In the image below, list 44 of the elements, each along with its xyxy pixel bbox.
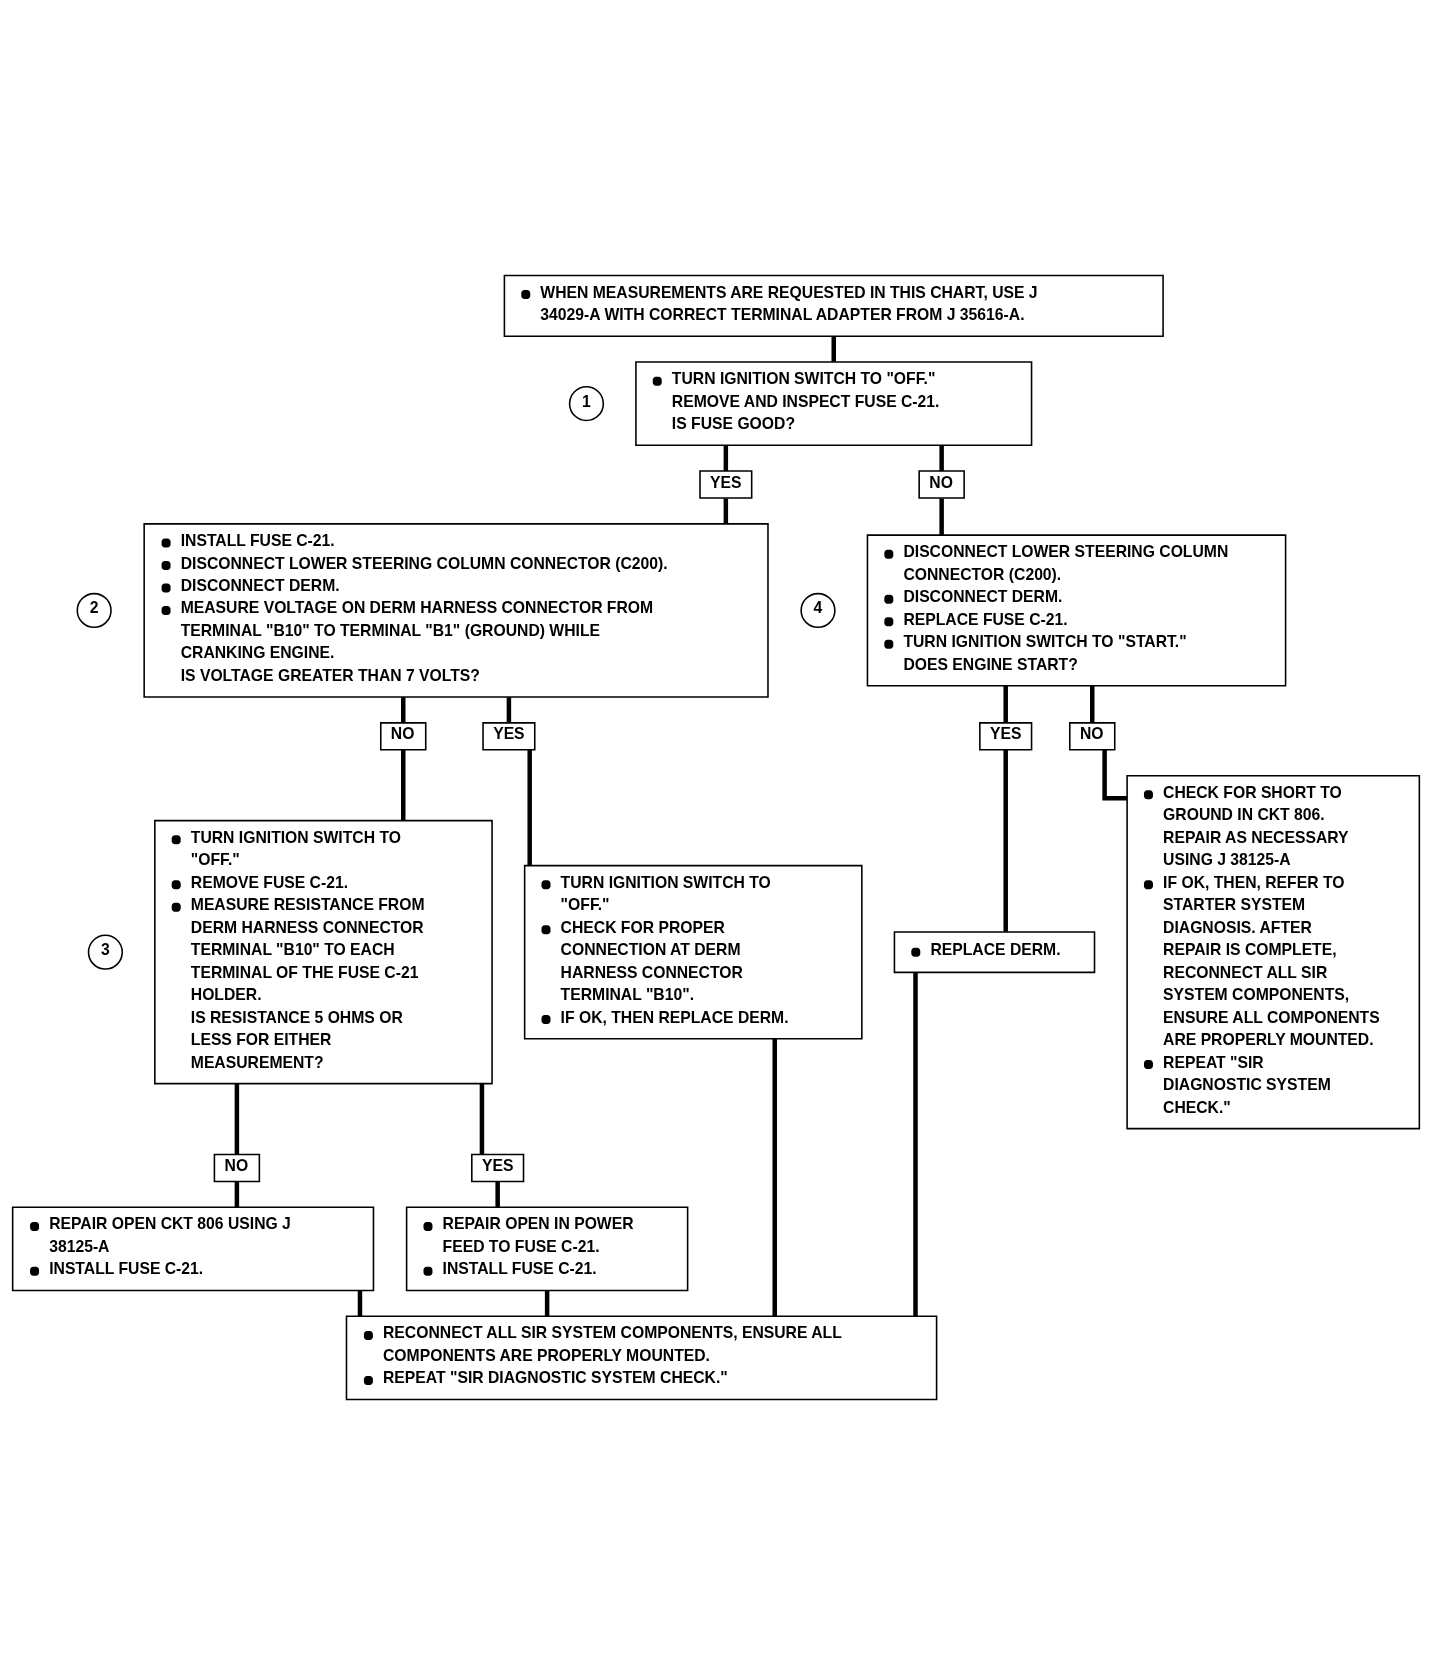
- connector: [495, 1181, 500, 1207]
- node-box: CHECK FOR SHORT TO GROUND IN CKT 806. REPAIR AS NECESSARY USING J 38125-A IF OK, THEN, REFER TO STARTER SYSTEM DIAGNOSIS. AFTER REPAIR IS COMPLETE, RECONNECT ALL SIR SYSTEM COMPONENTS, ENSURE ALL COMPONENTS ARE PROPERLY MOUNTED. REPEAT "SIR DIAGNOSTIC SYSTEM CHECK.": [1126, 774, 1421, 1129]
- connector: [544, 1290, 550, 1316]
- connector: [479, 1083, 485, 1154]
- connector: [357, 1290, 363, 1316]
- node-box: DISCONNECT LOWER STEERING COLUMN CONNECTOR (C200). DISCONNECT DERM. REPLACE FUSE C-21. TURN IGNITION SWITCH TO "START." DOES ENGINE START?: [866, 533, 1287, 687]
- node-box: NO: [379, 721, 427, 751]
- node-box: NO: [213, 1153, 261, 1182]
- connector: [234, 1083, 240, 1154]
- connector: [1090, 685, 1095, 722]
- node-box: YES: [699, 469, 753, 499]
- node-box: TURN IGNITION SWITCH TO "OFF." REMOVE FUSE C-21. MEASURE RESISTANCE FROM DERM HARNESS CONNECTOR TERMINAL "B10" TO EACH TERMINAL OF THE FUSE C-21 HOLDER. IS RESISTANCE 5 OHMS OR LESS FOR EITHER MEASUREMENT?: [154, 819, 493, 1084]
- connector: [939, 445, 944, 471]
- node-circle: 4: [800, 592, 836, 628]
- node-circle: 3: [87, 934, 124, 970]
- connector: [1003, 685, 1008, 722]
- node-box: TURN IGNITION SWITCH TO "OFF." CHECK FOR PROPER CONNECTION AT DERM HARNESS CONNECTOR TERMINAL "B10". IF OK, THEN REPLACE DERM.: [523, 864, 863, 1039]
- connector: [506, 696, 512, 723]
- connector: [939, 498, 944, 535]
- connector: [1102, 749, 1127, 800]
- connector: [1003, 749, 1008, 932]
- connector: [234, 1181, 240, 1207]
- connector: [723, 498, 729, 524]
- node-box: NO: [1069, 721, 1116, 751]
- node-box: REPLACE DERM.: [893, 930, 1096, 973]
- connector: [772, 1038, 777, 1316]
- node-box: TURN IGNITION SWITCH TO "OFF." REMOVE AND INSPECT FUSE C-21. IS FUSE GOOD?: [635, 360, 1033, 446]
- node-box: REPAIR OPEN CKT 806 USING J 38125-A INSTALL FUSE C-21.: [11, 1206, 375, 1291]
- node-box: WHEN MEASUREMENTS ARE REQUESTED IN THIS CHART, USE J 34029-A WITH CORRECT TERMINAL ADAPTER FROM J 35616-A.: [503, 274, 1164, 337]
- node-circle: 2: [76, 592, 112, 628]
- node-circle: 1: [568, 385, 605, 421]
- connector: [401, 749, 406, 820]
- node-box: NO: [918, 469, 965, 499]
- connector: [723, 445, 729, 471]
- connector: [401, 696, 406, 723]
- connector: [913, 972, 918, 1316]
- node-box: YES: [471, 1153, 525, 1182]
- node-box: REPAIR OPEN IN POWER FEED TO FUSE C-21. INSTALL FUSE C-21.: [405, 1206, 689, 1291]
- connector: [527, 749, 532, 866]
- node-box: YES: [482, 721, 536, 751]
- node-box: INSTALL FUSE C-21. DISCONNECT LOWER STEERING COLUMN CONNECTOR (C200). DISCONNECT DERM. MEASURE VOLTAGE ON DERM HARNESS CONNECTOR FROM TERMINAL "B10" TO TERMINAL "B1" (GROUND) WHILE CRANKING ENGINE. IS VOLTAGE GREATER THAN 7 VOLTS?: [143, 522, 769, 698]
- node-box: YES: [979, 721, 1033, 751]
- connector: [831, 335, 836, 362]
- node-box: RECONNECT ALL SIR SYSTEM COMPONENTS, ENSURE ALL COMPONENTS ARE PROPERLY MOUNTED. REPEAT "SIR DIAGNOSTIC SYSTEM CHECK.": [345, 1315, 938, 1400]
